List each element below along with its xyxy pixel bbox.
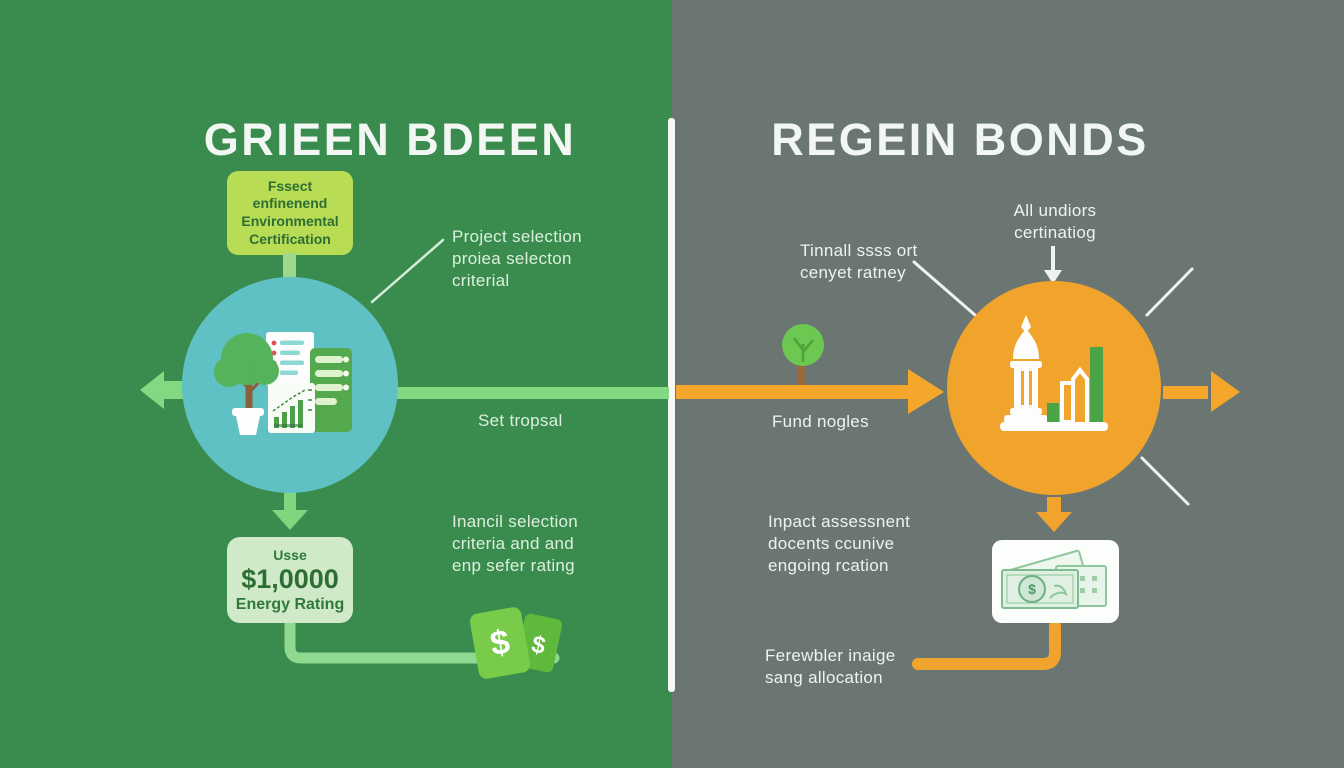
sign-line: Certification (249, 230, 331, 247)
banknote-card: $ (992, 540, 1119, 623)
energy-rating-box: Usse $1,0000 Energy Rating (227, 537, 353, 623)
right-flow-label: Fund nogles (772, 412, 869, 431)
note-line: certinatiog (1014, 223, 1096, 243)
use-box-bottom: Energy Rating (235, 595, 345, 613)
eco-project-illustration (214, 332, 352, 435)
checklist-rows (315, 356, 349, 405)
banknote-icon: $ (1001, 549, 1107, 609)
note-line: Ferewbler inaige (765, 646, 896, 665)
dollar-sign: $ (529, 631, 548, 660)
sign-line: Fssect (267, 177, 313, 194)
note-line: cenyet ratney (800, 263, 906, 283)
note-line: Project selection (452, 227, 582, 246)
impact-note: Inpact assessnent docents ccunive engoin… (768, 511, 958, 577)
note-line: Tinnall ssss ort (800, 241, 918, 260)
note-line: sang allocation (765, 668, 883, 688)
certification-sign-box: Fssect enfinenend Environmental Certific… (227, 171, 353, 255)
money-bag-front: $ (469, 607, 531, 679)
fund-monument-circle (947, 281, 1161, 495)
use-box-top: Usse (273, 546, 307, 563)
use-box-amount: $1,0000 (241, 563, 339, 594)
note-line: docents ccunive (768, 534, 895, 554)
note-line: criterial (452, 271, 510, 291)
note-line: proiea selecton (452, 249, 572, 269)
note-line: All undiors (1013, 201, 1097, 220)
note-line: enp sefer rating (452, 556, 575, 576)
dollar-sign: $ (1028, 581, 1036, 597)
note-line: engoing rcation (768, 556, 889, 576)
left-flow-label: Set tropsal (478, 411, 563, 430)
growth-bars-icon (1000, 347, 1108, 431)
note-line: Inpact assessnent (768, 512, 911, 531)
banknote-front: $ (1001, 569, 1079, 609)
sign-box-stem (283, 253, 296, 280)
allocation-note: Ferewbler inaige sang allocation (765, 645, 955, 689)
project-selection-note: Project selection proiea selecton criter… (452, 226, 632, 292)
eco-project-circle (182, 277, 398, 493)
note-line: Inancil selection (452, 512, 579, 531)
auditors-note: All undiors certinatiog (985, 200, 1125, 244)
center-divider (668, 118, 675, 692)
right-title: REGEIN BONDS (771, 114, 1149, 165)
monument-icon (1004, 315, 1048, 423)
note-line: criteria and and (452, 534, 574, 554)
criteria-note: Inancil selection criteria and and enp s… (452, 511, 632, 577)
money-bags-icon: $ $ (469, 607, 563, 679)
sign-line: enfinenend (252, 195, 328, 212)
left-title: GRIEEN BDEEN (203, 114, 577, 165)
ratings-note: Tinnall ssss ort cenyet ratney (800, 240, 970, 284)
monument-chart-illustration (1000, 315, 1108, 431)
sign-line: Environmental (241, 213, 339, 229)
chart-bars (272, 389, 312, 428)
potted-tree-icon (214, 333, 279, 435)
